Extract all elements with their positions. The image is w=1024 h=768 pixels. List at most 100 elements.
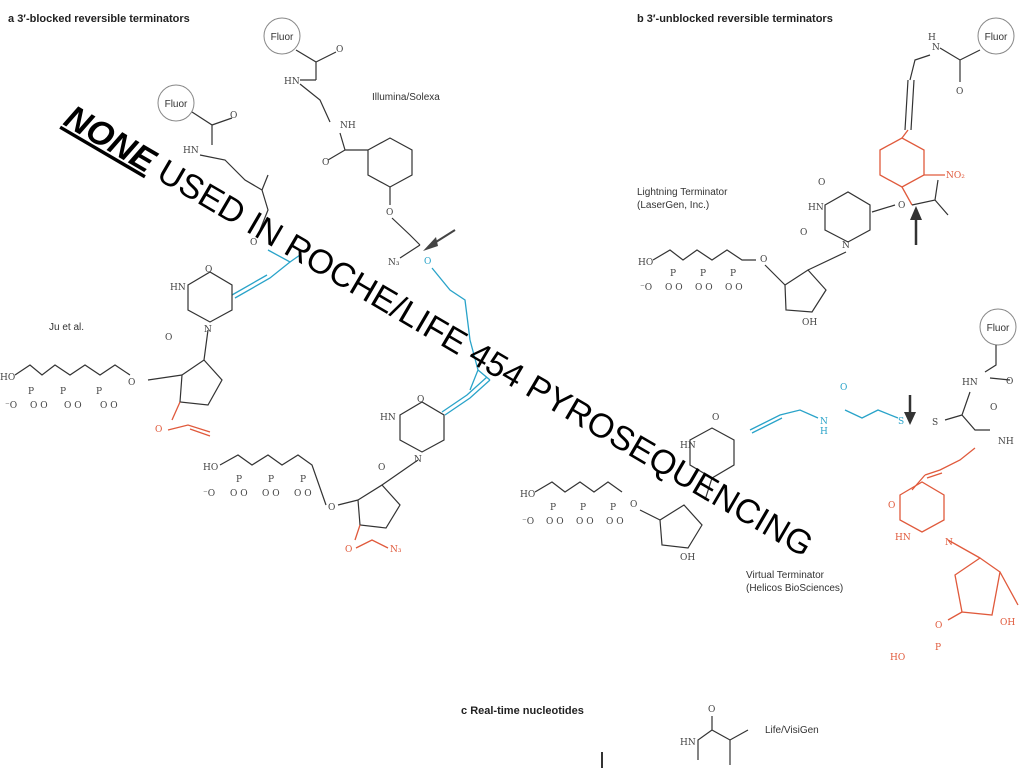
svg-text:HO: HO — [0, 373, 15, 383]
svg-text:N: N — [820, 417, 828, 427]
svg-text:O: O — [800, 228, 807, 238]
svg-text:P: P — [236, 475, 242, 485]
svg-text:NO₂: NO₂ — [946, 171, 965, 181]
svg-text:HO: HO — [520, 490, 535, 500]
svg-text:O: O — [935, 621, 942, 631]
svg-text:O O: O O — [230, 489, 248, 499]
svg-text:HN: HN — [680, 441, 696, 451]
ju-label: Ju et al. — [49, 322, 84, 333]
svg-text:⁻O: ⁻O — [5, 401, 17, 411]
svg-text:HO: HO — [203, 463, 218, 473]
svg-text:O: O — [250, 238, 257, 248]
svg-text:N: N — [932, 43, 940, 53]
svg-text:N₃: N₃ — [388, 258, 400, 268]
svg-text:N: N — [945, 538, 953, 548]
svg-text:O: O — [888, 501, 895, 511]
illumina-label: Illumina/Solexa — [372, 92, 440, 103]
svg-text:HN: HN — [170, 283, 186, 293]
svg-text:H: H — [820, 427, 828, 437]
svg-text:P: P — [730, 269, 736, 279]
svg-text:P: P — [60, 387, 66, 397]
svg-text:O O: O O — [576, 517, 594, 527]
svg-text:O: O — [155, 425, 162, 435]
svg-text:O: O — [818, 178, 825, 188]
svg-text:O: O — [386, 208, 393, 218]
visigen-structure: O HN — [601, 705, 749, 768]
svg-text:O: O — [322, 158, 329, 168]
svg-text:O: O — [417, 395, 424, 405]
svg-text:O: O — [708, 705, 715, 715]
virtual-label-line1: Virtual Terminator — [746, 570, 825, 581]
svg-text:HN: HN — [380, 413, 396, 423]
svg-text:Fluor: Fluor — [271, 32, 294, 43]
svg-text:N: N — [842, 241, 850, 251]
svg-text:O: O — [630, 500, 637, 510]
azido-structure: HN O O N O HO P P P ⁻O O O O O O O O N₃ — [203, 339, 491, 555]
svg-text:OH: OH — [680, 553, 695, 563]
svg-text:O O: O O — [665, 283, 683, 293]
svg-text:NH: NH — [340, 121, 356, 131]
svg-text:O: O — [424, 257, 431, 267]
visigen-label: Life/VisiGen — [765, 725, 819, 736]
svg-text:P: P — [550, 503, 556, 513]
svg-text:O: O — [712, 413, 719, 423]
svg-text:P: P — [580, 503, 586, 513]
svg-text:HN: HN — [895, 533, 911, 543]
svg-text:HN: HN — [808, 203, 824, 213]
svg-text:⁻O: ⁻O — [203, 489, 215, 499]
svg-text:P: P — [670, 269, 676, 279]
svg-text:N₃: N₃ — [390, 545, 402, 555]
svg-text:O O: O O — [606, 517, 624, 527]
overlay-rest: USED IN ROCHE/LIFE 454 PYROSEQUENCING — [143, 148, 820, 565]
svg-text:HN: HN — [284, 77, 300, 87]
fluor-circle-virtual: Fluor — [979, 308, 1017, 346]
svg-text:⁻O: ⁻O — [640, 283, 652, 293]
virtual-structure: HN O O NH S S O N H HN O O OH HO P P P ⁻… — [520, 345, 1019, 663]
svg-text:Fluor: Fluor — [165, 99, 188, 110]
svg-text:OH: OH — [1000, 618, 1015, 628]
svg-text:NH: NH — [998, 437, 1014, 447]
svg-text:O O: O O — [725, 283, 743, 293]
svg-text:Fluor: Fluor — [985, 32, 1008, 43]
svg-text:P: P — [28, 387, 34, 397]
svg-text:⁻O: ⁻O — [522, 517, 534, 527]
svg-text:O: O — [336, 45, 343, 55]
svg-text:HN: HN — [183, 146, 199, 156]
svg-text:HN: HN — [962, 378, 978, 388]
panel-c-heading: c Real-time nucleotides — [461, 705, 584, 717]
svg-text:O O: O O — [64, 401, 82, 411]
svg-text:O: O — [345, 545, 352, 555]
overlay-text: NONE USED IN ROCHE/LIFE 454 PYROSEQUENCI… — [58, 98, 819, 565]
panel-b-heading: b 3′-unblocked reversible terminators — [637, 13, 833, 25]
overlay-emphasis: NONE — [58, 98, 163, 181]
illumina-structure: O HN NH O O N₃ O — [284, 45, 471, 341]
svg-text:O O: O O — [546, 517, 564, 527]
svg-text:P: P — [268, 475, 274, 485]
svg-text:O: O — [990, 403, 997, 413]
svg-text:O: O — [898, 201, 905, 211]
svg-text:O: O — [760, 255, 767, 265]
svg-text:O: O — [328, 503, 335, 513]
svg-text:O O: O O — [262, 489, 280, 499]
svg-text:P: P — [610, 503, 616, 513]
svg-text:OH: OH — [802, 318, 817, 328]
svg-text:P: P — [300, 475, 306, 485]
svg-text:O: O — [956, 87, 963, 97]
svg-text:HN: HN — [680, 738, 696, 748]
svg-text:Fluor: Fluor — [987, 323, 1010, 334]
svg-text:P: P — [700, 269, 706, 279]
lightning-label-line2: (LaserGen, Inc.) — [637, 200, 709, 211]
overlay-annotation: NONE USED IN ROCHE/LIFE 454 PYROSEQUENCI… — [58, 98, 819, 565]
fluor-circle-ju: Fluor — [157, 84, 195, 122]
svg-text:HO: HO — [890, 653, 905, 663]
svg-text:O O: O O — [695, 283, 713, 293]
svg-text:O O: O O — [100, 401, 118, 411]
lightning-structure: H N O NO₂ O O HN O N O OH HO P P P ⁻O O … — [638, 33, 981, 328]
svg-text:HO: HO — [638, 258, 653, 268]
svg-text:O O: O O — [294, 489, 312, 499]
svg-text:O: O — [1006, 377, 1013, 387]
svg-text:O: O — [230, 111, 237, 121]
svg-text:P: P — [935, 643, 941, 653]
